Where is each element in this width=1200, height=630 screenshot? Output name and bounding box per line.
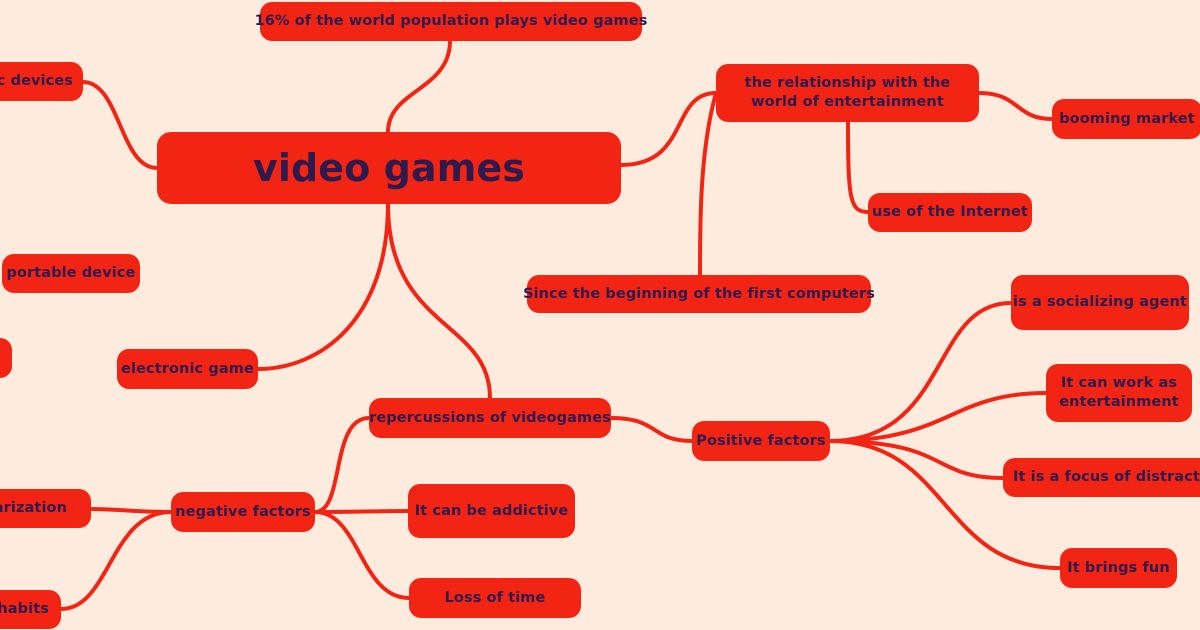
edge-center-repercussions: [386, 202, 492, 400]
edge-relationship-internet: [846, 120, 870, 214]
edge-repercussions-positive: [609, 416, 694, 443]
node-since[interactable]: Since the beginning of the first compute…: [523, 275, 875, 313]
node-central[interactable]: video games: [157, 132, 621, 204]
node-habits[interactable]: habits: [0, 590, 61, 629]
edge-center-relationship: [619, 91, 718, 167]
node-negative[interactable]: negative factors: [171, 492, 315, 532]
node-fun[interactable]: It brings fun: [1060, 548, 1177, 588]
edge-relationship-booming: [977, 91, 1054, 121]
edge-negative-addictive: [313, 509, 410, 514]
node-relationship[interactable]: the relationship with the world of enter…: [716, 64, 979, 122]
node-arization[interactable]: arization: [0, 489, 91, 528]
edge-repercussions-negative: [313, 416, 371, 514]
edge-negative-habits: [59, 510, 173, 611]
edge-center-devices: [81, 80, 159, 170]
node-addictive[interactable]: It can be addictive: [408, 484, 575, 538]
node-repercussions[interactable]: repercussions of videogames: [369, 398, 611, 438]
edge-positive-fun: [828, 439, 1062, 570]
node-population[interactable]: 16% of the world population plays video …: [255, 2, 647, 41]
edge-center-population: [386, 39, 452, 134]
edge-positive-socializing: [828, 301, 1013, 443]
node-socializing[interactable]: is a socializing agent: [1011, 275, 1189, 330]
node-electronic[interactable]: electronic game: [117, 349, 258, 389]
node-devices[interactable]: ic devices: [0, 62, 83, 101]
edge-negative-loss: [313, 510, 411, 600]
edge-center-electronic: [256, 202, 390, 371]
node-loss[interactable]: Loss of time: [409, 578, 581, 618]
node-distraction[interactable]: It is a focus of distraction: [1003, 458, 1200, 497]
node-portable[interactable]: portable device: [2, 254, 140, 293]
node-internet[interactable]: use of the Internet: [868, 193, 1032, 232]
node-booming[interactable]: booming market: [1052, 99, 1200, 139]
node-partial[interactable]: [0, 338, 12, 378]
edge-positive-distraction: [828, 439, 1005, 480]
node-entertainment[interactable]: It can work as entertainment: [1046, 364, 1192, 422]
node-positive[interactable]: Positive factors: [692, 421, 830, 461]
edge-positive-entertainment: [828, 391, 1048, 443]
edge-relationship-since: [698, 91, 718, 277]
